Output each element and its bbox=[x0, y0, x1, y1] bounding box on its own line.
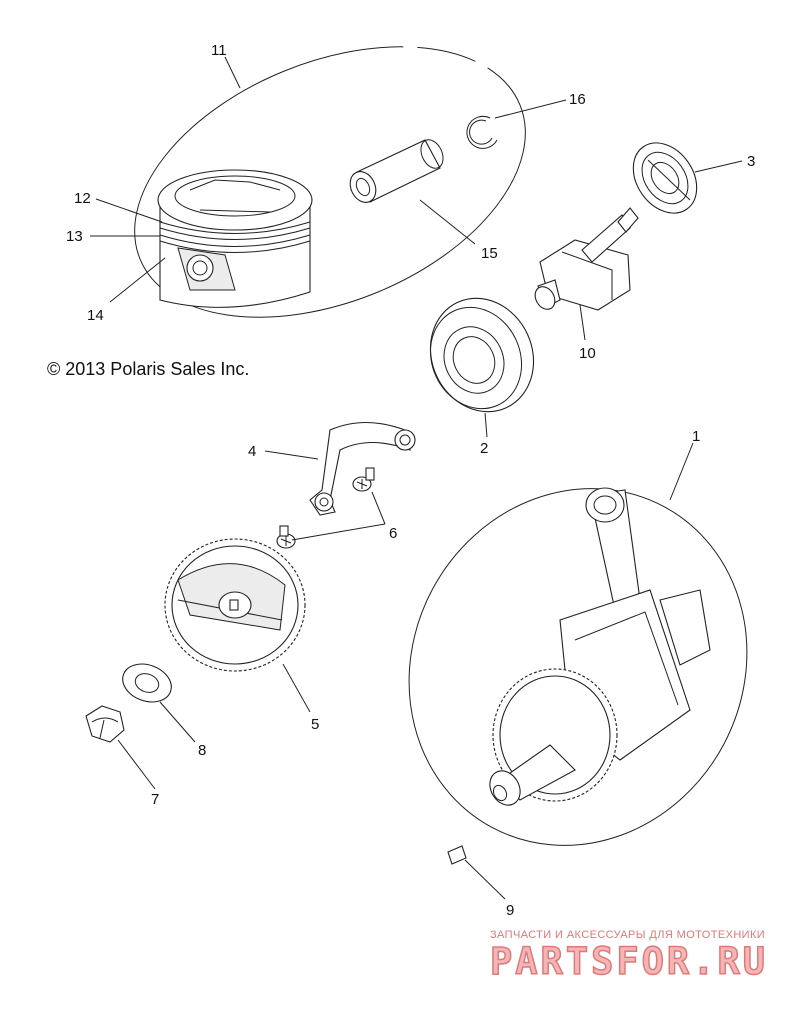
balance-shaft bbox=[534, 207, 639, 311]
circlip bbox=[466, 115, 498, 149]
retainer-bracket bbox=[309, 422, 416, 516]
callout-15: 15 bbox=[481, 245, 498, 262]
callouts: 11 12 13 14 15 16 3 10 2 4 6 1 5 8 7 9 bbox=[66, 42, 755, 919]
callout-5: 5 bbox=[311, 716, 319, 733]
large-bearing bbox=[429, 297, 535, 413]
watermark-subtitle: ЗАПЧАСТИ И АКСЕССУАРЫ ДЛЯ МОТОТЕХНИКИ bbox=[490, 929, 766, 941]
nut bbox=[85, 705, 125, 743]
woodruff-key bbox=[447, 845, 467, 865]
copyright-notice: © 2013 Polaris Sales Inc. bbox=[47, 359, 250, 379]
callout-2: 2 bbox=[480, 440, 488, 457]
callout-1: 1 bbox=[692, 428, 700, 445]
callout-10: 10 bbox=[579, 345, 596, 362]
watermark-logo[interactable]: PARTSFOR.RU bbox=[489, 939, 769, 984]
piston-kit-group bbox=[134, 46, 526, 318]
crankshaft-group bbox=[408, 488, 748, 846]
callout-16: 16 bbox=[569, 91, 586, 108]
callout-8: 8 bbox=[198, 742, 206, 759]
piston-pin bbox=[349, 139, 444, 203]
callout-6: 6 bbox=[389, 525, 397, 542]
callout-9: 9 bbox=[506, 902, 514, 919]
callout-11: 11 bbox=[211, 42, 227, 59]
timing-gear bbox=[164, 538, 306, 672]
callout-13: 13 bbox=[66, 228, 83, 245]
leader-lines bbox=[90, 56, 743, 900]
piston bbox=[157, 169, 313, 308]
crankshaft bbox=[489, 487, 711, 806]
callout-14: 14 bbox=[87, 307, 104, 324]
washer bbox=[122, 663, 172, 703]
callout-12: 12 bbox=[74, 190, 91, 207]
callout-3: 3 bbox=[747, 153, 755, 170]
callout-7: 7 bbox=[151, 791, 159, 808]
screws bbox=[276, 467, 375, 549]
small-bearing bbox=[632, 142, 698, 214]
callout-4: 4 bbox=[248, 443, 256, 460]
